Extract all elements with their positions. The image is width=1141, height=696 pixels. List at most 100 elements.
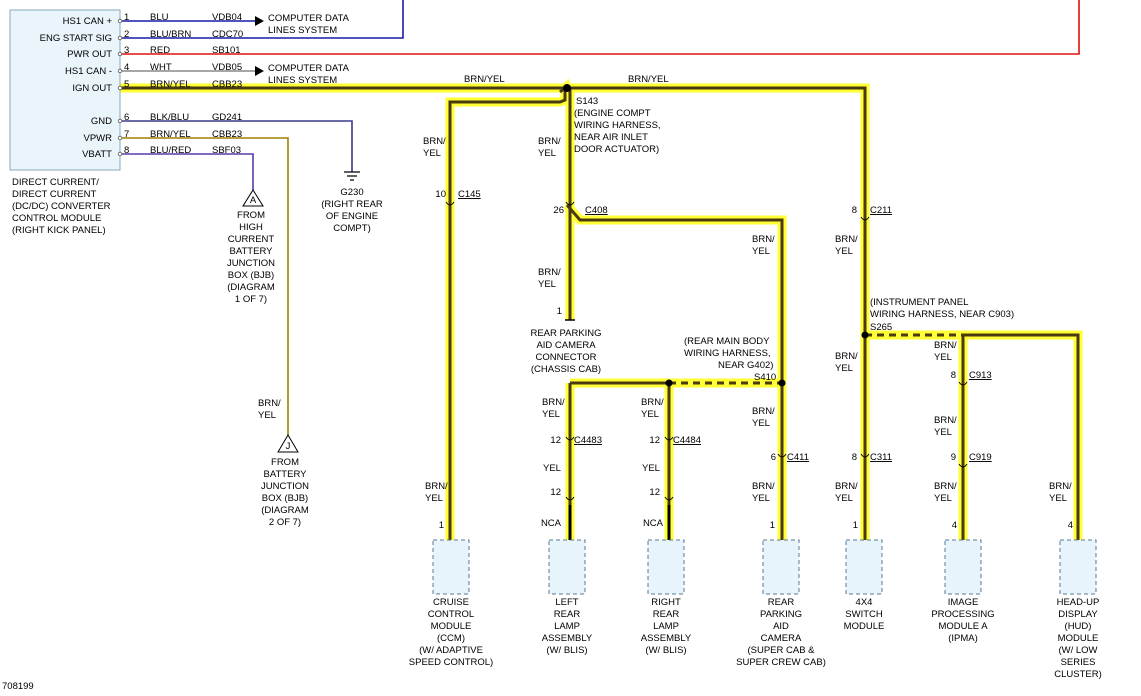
ref-a-triangle-icon xyxy=(242,189,264,207)
c311-connector: C311 xyxy=(870,452,892,463)
figure-id: 708199 xyxy=(2,681,34,692)
ground-location-line: COMPT) xyxy=(333,223,370,234)
dcdc-caption-line: CONTROL MODULE xyxy=(12,213,101,224)
ground-icon xyxy=(344,171,360,181)
dcdc-wire-color: BLK/BLU xyxy=(150,112,189,123)
module-hud-caption-line: SERIES xyxy=(1061,657,1096,668)
module-left-lamp-caption-line: LEFT xyxy=(555,597,578,608)
camera-upper-wire-color-line: BRN/ xyxy=(538,136,561,147)
module-ccm xyxy=(432,539,470,595)
module-left-lamp-caption-line: REAR xyxy=(554,609,581,620)
dcdc-pin-number: 5 xyxy=(124,79,129,90)
vbatt-wire xyxy=(120,153,254,190)
module-hud-caption-line: (HUD) xyxy=(1065,621,1092,632)
c4484-connector-mark xyxy=(664,436,674,441)
module-rear-camera xyxy=(762,539,800,595)
c211-connector: C211 xyxy=(870,205,892,216)
four-x4-mid-wire-color-line: BRN/ xyxy=(835,351,858,362)
ref-a-caption-line: HIGH xyxy=(239,222,263,233)
dcdc-pin-name: ENG START SIG xyxy=(40,33,112,44)
vpwr-wire-color-line: YEL xyxy=(258,410,276,421)
c913-connector-mark xyxy=(958,381,968,386)
ipma-mid-wire-color-line: YEL xyxy=(934,427,952,438)
dcdc-circuit-id: VDB04 xyxy=(212,12,242,23)
c4483-pin-top: 12 xyxy=(550,435,561,446)
ccm-upper-wire-color-line: BRN/ xyxy=(423,136,446,147)
module-hud-caption-line: MODULE xyxy=(1058,633,1099,644)
left-lamp-pin-bottom: 12 xyxy=(550,487,561,498)
s265-id: S265 xyxy=(870,322,892,333)
dcdc-pin-dot xyxy=(117,51,123,57)
ref-a-caption-line: JUNCTION xyxy=(227,258,275,269)
ref-j-letter: J xyxy=(286,441,291,452)
eng-start-sig-wire xyxy=(120,0,404,39)
module-rear-camera-caption-line: CAMERA xyxy=(761,633,802,644)
c211-pin: 8 xyxy=(852,205,857,216)
camera-lower-wire-color-line: BRN/ xyxy=(538,267,561,278)
module-hud-caption-line: (W/ LOW xyxy=(1058,645,1097,656)
c913-connector: C913 xyxy=(969,370,992,381)
ref-j-caption-line: BATTERY xyxy=(264,469,308,480)
dcdc-circuit-id: SB101 xyxy=(212,45,241,56)
dcdc-pin-number: 6 xyxy=(124,112,129,123)
c408-branch-wire xyxy=(565,204,784,383)
c408-connector-mark xyxy=(565,201,575,206)
c411-connector: C411 xyxy=(787,452,809,463)
c145-connector-mark xyxy=(445,201,455,206)
module-rear-camera-caption-line: REAR xyxy=(768,597,795,608)
dcdc-pin-dot xyxy=(117,18,123,24)
s143-location-line: NEAR AIR INLET xyxy=(574,132,648,143)
module-rear-camera-caption-line: PARKING xyxy=(760,609,802,620)
s143-location-line: DOOR ACTUATOR) xyxy=(574,144,659,155)
s410-location-line: WIRING HARNESS, xyxy=(684,348,771,359)
s265-location-line: (INSTRUMENT PANEL xyxy=(870,297,968,308)
four-x4-mid-wire-color-line: YEL xyxy=(835,363,853,374)
module-ccm-caption-line: MODULE xyxy=(431,621,472,632)
module-right-lamp-caption-line: ASSEMBLY xyxy=(641,633,692,644)
ref-a-caption-line: BATTERY xyxy=(230,246,274,257)
dcdc-wire-color: BRN/YEL xyxy=(150,79,191,90)
dcdc-caption-line: DIRECT CURRENT/ xyxy=(12,177,99,188)
dcdc-wire-color: BLU xyxy=(150,12,169,23)
c919-pin: 9 xyxy=(951,452,956,463)
dcdc-wire-color: RED xyxy=(150,45,170,56)
dcdc-pin-dot xyxy=(117,118,123,124)
s143-location-line: WIRING HARNESS, xyxy=(574,120,661,131)
s143-id: S143 xyxy=(576,96,598,107)
hud-wire xyxy=(963,333,1080,540)
main-wire-color-right: BRN/YEL xyxy=(628,74,669,85)
ref-a-caption-line: (DIAGRAM xyxy=(227,282,275,293)
s410-location-line: (REAR MAIN BODY xyxy=(684,336,770,347)
computer-data-lines-1-line: COMPUTER DATA xyxy=(268,13,350,24)
dcdc-pin-number: 3 xyxy=(124,45,129,56)
module-four-x4-caption-line: 4X4 xyxy=(856,597,873,608)
right-lamp-pin-bottom: 12 xyxy=(649,487,660,498)
dcdc-wire-color: BLU/BRN xyxy=(150,29,191,40)
module-ipma-caption-line: PROCESSING xyxy=(931,609,994,620)
ipma-upper-wire-color-line: BRN/ xyxy=(934,340,957,351)
dcdc-pin-number: 4 xyxy=(124,62,129,73)
dcdc-caption-line: (DC/DC) CONVERTER xyxy=(12,201,111,212)
c408-pin: 26 xyxy=(553,205,564,216)
module-rear-camera-caption-line: AID xyxy=(773,621,789,632)
dcdc-circuit-id: VDB05 xyxy=(212,62,242,73)
module-right-lamp-caption-line: REAR xyxy=(653,609,680,620)
ground-id: G230 xyxy=(340,187,363,198)
c919-connector-mark xyxy=(958,463,968,468)
pwr-out-wire xyxy=(120,0,1080,55)
ref-a-caption-line: BOX (BJB) xyxy=(228,270,274,281)
dcdc-pin-dot xyxy=(117,85,123,91)
computer-data-arrow-icon xyxy=(255,66,264,76)
module-right-lamp-caption-line: RIGHT xyxy=(651,597,681,608)
s410-location-line: NEAR G402) xyxy=(718,360,773,371)
module-left-lamp xyxy=(548,539,586,595)
camera-connector-caption-line: AID CAMERA xyxy=(536,340,596,351)
dcdc-pin-name: PWR OUT xyxy=(67,49,112,60)
c919-connector: C919 xyxy=(969,452,992,463)
left-lamp-connector-mark xyxy=(565,496,575,501)
module-hud-caption-line: DISPLAY xyxy=(1058,609,1098,620)
lamp-junction-dot xyxy=(665,379,673,387)
module-ccm-caption-line: (CCM) xyxy=(437,633,465,644)
